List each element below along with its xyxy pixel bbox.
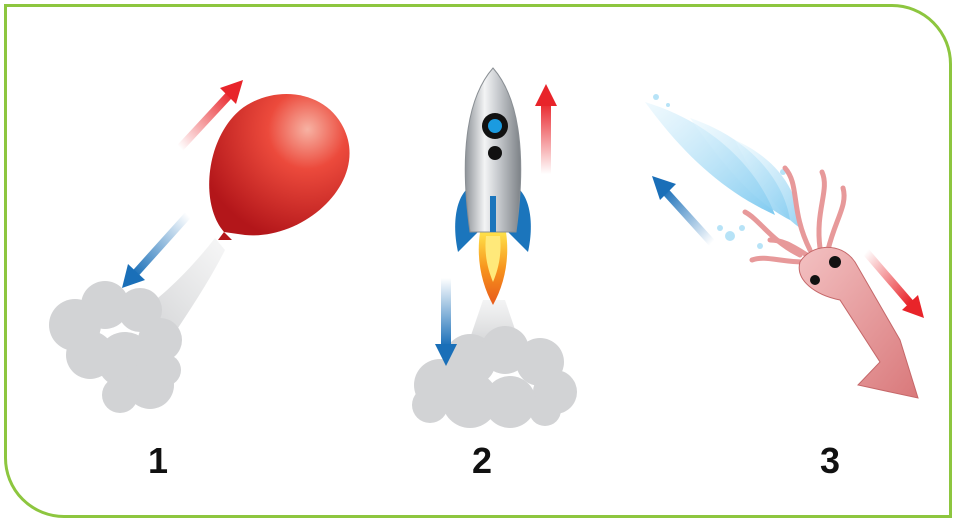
squid-eye xyxy=(810,275,820,285)
reaction-arrow-shaft xyxy=(441,278,451,346)
panel-label-1: 1 xyxy=(128,440,188,482)
balloon xyxy=(209,94,349,235)
rocket-center-fin xyxy=(490,196,496,232)
rocket-scene xyxy=(412,68,577,428)
squid-scene xyxy=(645,94,924,398)
action-arrow-shaft xyxy=(541,102,551,174)
exhaust-cloud xyxy=(412,326,577,428)
action-arrow-head xyxy=(535,84,557,106)
squid-body xyxy=(799,247,918,398)
balloon-scene xyxy=(49,80,350,413)
balloon-knot xyxy=(218,232,232,240)
squid-eye xyxy=(829,256,841,268)
panel-label-2: 2 xyxy=(452,440,512,482)
reaction-arrow-shaft xyxy=(134,215,188,275)
rocket-window-glass xyxy=(488,119,502,133)
panel-label-3: 3 xyxy=(800,440,860,482)
rocket-window-small xyxy=(488,146,502,160)
reaction-arrow-shaft xyxy=(664,190,712,243)
